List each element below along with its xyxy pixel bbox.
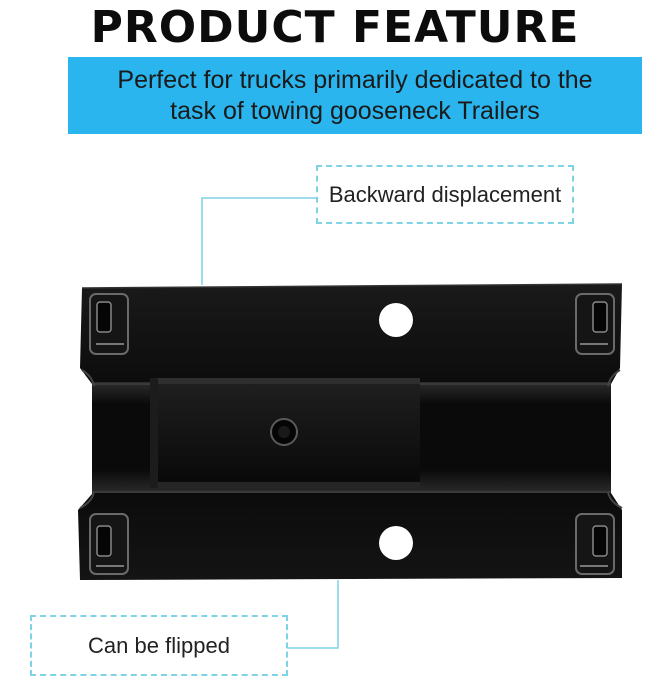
banner-line-2: task of towing gooseneck Trailers xyxy=(170,96,540,125)
mounting-hole-top xyxy=(379,303,413,337)
banner-line-1: Perfect for trucks primarily dedicated t… xyxy=(117,65,593,94)
feature-banner: Perfect for trucks primarily dedicated t… xyxy=(68,57,642,134)
slide-block xyxy=(150,378,420,488)
connector-line-top xyxy=(201,197,316,285)
corner-bracket-top-left xyxy=(89,293,129,355)
corner-bracket-top-right xyxy=(575,293,615,355)
connector-line-bottom xyxy=(288,580,339,649)
page-title: PRODUCT FEATURE xyxy=(90,2,580,53)
callout-backward-displacement: Backward displacement xyxy=(316,165,574,224)
mounting-hole-bottom xyxy=(379,526,413,560)
callout-can-be-flipped: Can be flipped xyxy=(30,615,288,676)
corner-bracket-bottom-right xyxy=(575,513,615,575)
corner-bracket-bottom-left xyxy=(89,513,129,575)
